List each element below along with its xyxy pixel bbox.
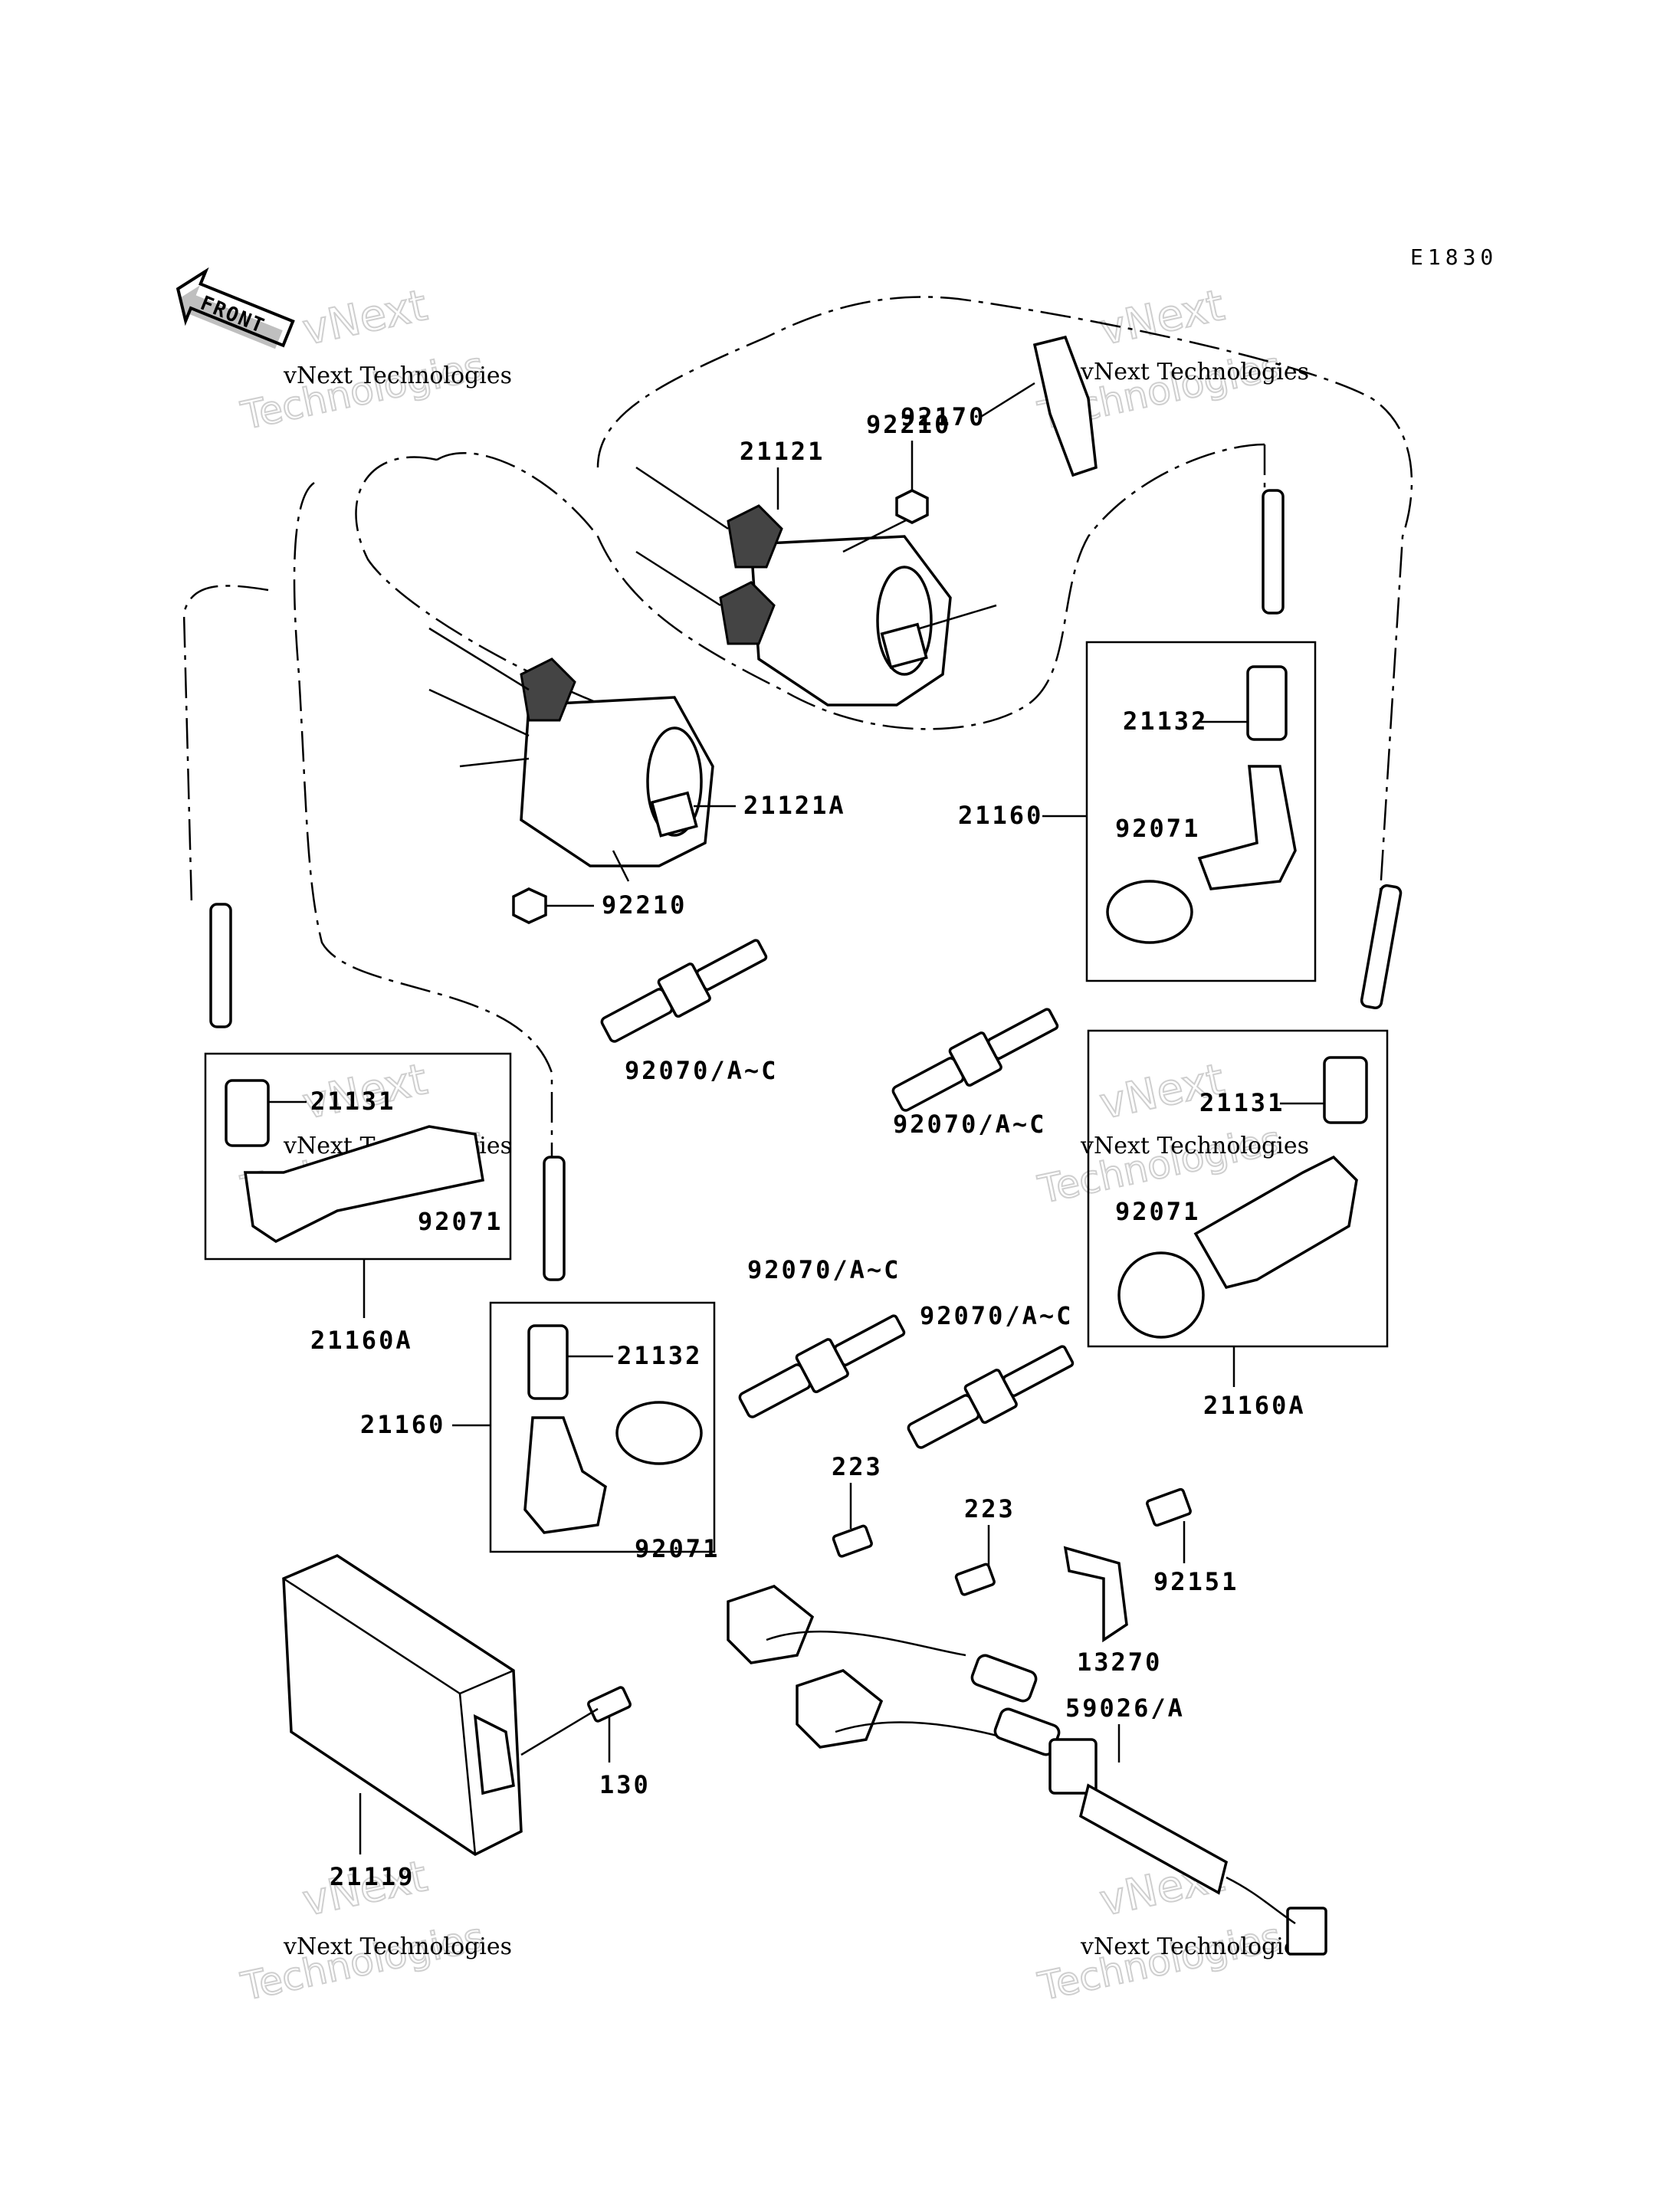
spark-plug-right [891,1008,1059,1112]
svg-text:vNext: vNext [298,280,431,356]
svg-text:Technologies: Technologies [1034,1914,1285,2009]
label-92151: 92151 [1153,1567,1239,1596]
label-21132-top: 21132 [1123,707,1208,736]
spark-plug-lower [907,1345,1075,1449]
cap-21131-left [225,1079,270,1147]
label-21131-right: 21131 [1199,1088,1285,1117]
boot-92071-bottom [615,1401,703,1465]
label-92210-top: 92210 [866,410,951,439]
label-21121: 21121 [740,437,825,466]
spark-plug-center [738,1314,906,1418]
group-box-21160A-right [1087,1029,1389,1348]
label-21160A-right: 21160A [1203,1391,1306,1420]
group-box-21160A-left [204,1052,512,1261]
plug-cap-92071-bottom [523,1416,607,1534]
label-223-a: 223 [832,1452,883,1481]
front-arrow-icon: FRONT [176,267,295,349]
wire-terminal-right [1360,884,1403,1009]
label-21119: 21119 [330,1862,415,1891]
svg-text:Technologies: Technologies [237,1914,487,2009]
clamp-92170 [1032,335,1098,477]
cap-21131-right [1323,1056,1368,1124]
ignition-coil-upper [635,466,997,707]
igniter-unit-21119 [282,1554,523,1857]
svg-text:vNext Technologies: vNext Technologies [1080,1933,1309,1960]
label-92070-lower: 92070/A~C [920,1301,1073,1330]
boot-92071-right [1117,1251,1205,1339]
label-21121A: 21121A [743,791,846,820]
ignition-coil-lower [428,627,714,882]
plug-cap-92071-left [243,1125,485,1244]
label-92070-center: 92070/A~C [747,1255,901,1284]
watermark-top-left: vNext Technologies vNext Technologies [236,280,512,439]
svg-text:vNext Technologies: vNext Technologies [283,1933,512,1960]
label-92070-mid: 92070/A~C [625,1056,778,1085]
bolt-223-b [954,1562,996,1596]
svg-text:Technologies: Technologies [237,343,487,438]
boot-92071-top [1106,880,1193,944]
svg-text:vNext Technologies: vNext Technologies [1080,359,1309,385]
label-130: 130 [599,1770,651,1799]
diagram-code: E1830 [1410,244,1498,270]
svg-text:vNext: vNext [1095,280,1229,356]
cable-routing-lines [182,296,1413,1172]
cap-21132-bottom [527,1324,569,1400]
watermark-bottom-right: vNext Technologies vNext Technologies [1033,1851,1309,2010]
group-box-21160-bottom [489,1301,716,1553]
spark-plug-mid [600,939,768,1043]
svg-text:vNext Technologies: vNext Technologies [1080,1133,1309,1159]
label-92071-left: 92071 [418,1207,503,1236]
svg-text:vNext Technologies: vNext Technologies [283,362,512,389]
label-21160A-left: 21160A [310,1326,413,1355]
bolt-223-a [832,1524,873,1558]
plug-cap-92071-right [1193,1155,1358,1290]
label-21160-bottom: 21160 [360,1410,445,1439]
cap-21132-top [1246,665,1288,741]
label-21131-left: 21131 [310,1087,395,1116]
label-92210-left: 92210 [602,890,687,920]
leader-lines [268,382,1324,1854]
label-13270: 13270 [1077,1648,1162,1677]
label-21160-top: 21160 [958,801,1043,830]
label-59026: 59026/A [1065,1694,1185,1723]
nut-92210-top [895,489,929,524]
label-92071-right: 92071 [1115,1197,1200,1226]
bolt-92151 [1146,1487,1192,1527]
label-92070-right: 92070/A~C [893,1110,1046,1139]
wire-terminal-top-right [1262,489,1285,615]
group-box-21160-top [1085,641,1317,982]
label-92170: 92170 [901,402,986,431]
bolt-130 [520,1686,632,1756]
wire-terminal-left [209,903,232,1028]
watermark-mid-right: vNext Technologies vNext Technologies [1033,1054,1309,1213]
label-223-b: 223 [964,1494,1016,1523]
label-92071-top: 92071 [1115,814,1200,843]
label-92071-bottom: 92071 [635,1534,720,1563]
nut-92210-left [512,887,547,924]
wire-terminal-center [543,1156,566,1281]
wire-harness-59026 [727,1585,1327,1956]
plug-cap-92071-top [1197,765,1297,890]
clamp-13270 [1063,1546,1128,1643]
label-21132-bottom: 21132 [617,1341,702,1370]
